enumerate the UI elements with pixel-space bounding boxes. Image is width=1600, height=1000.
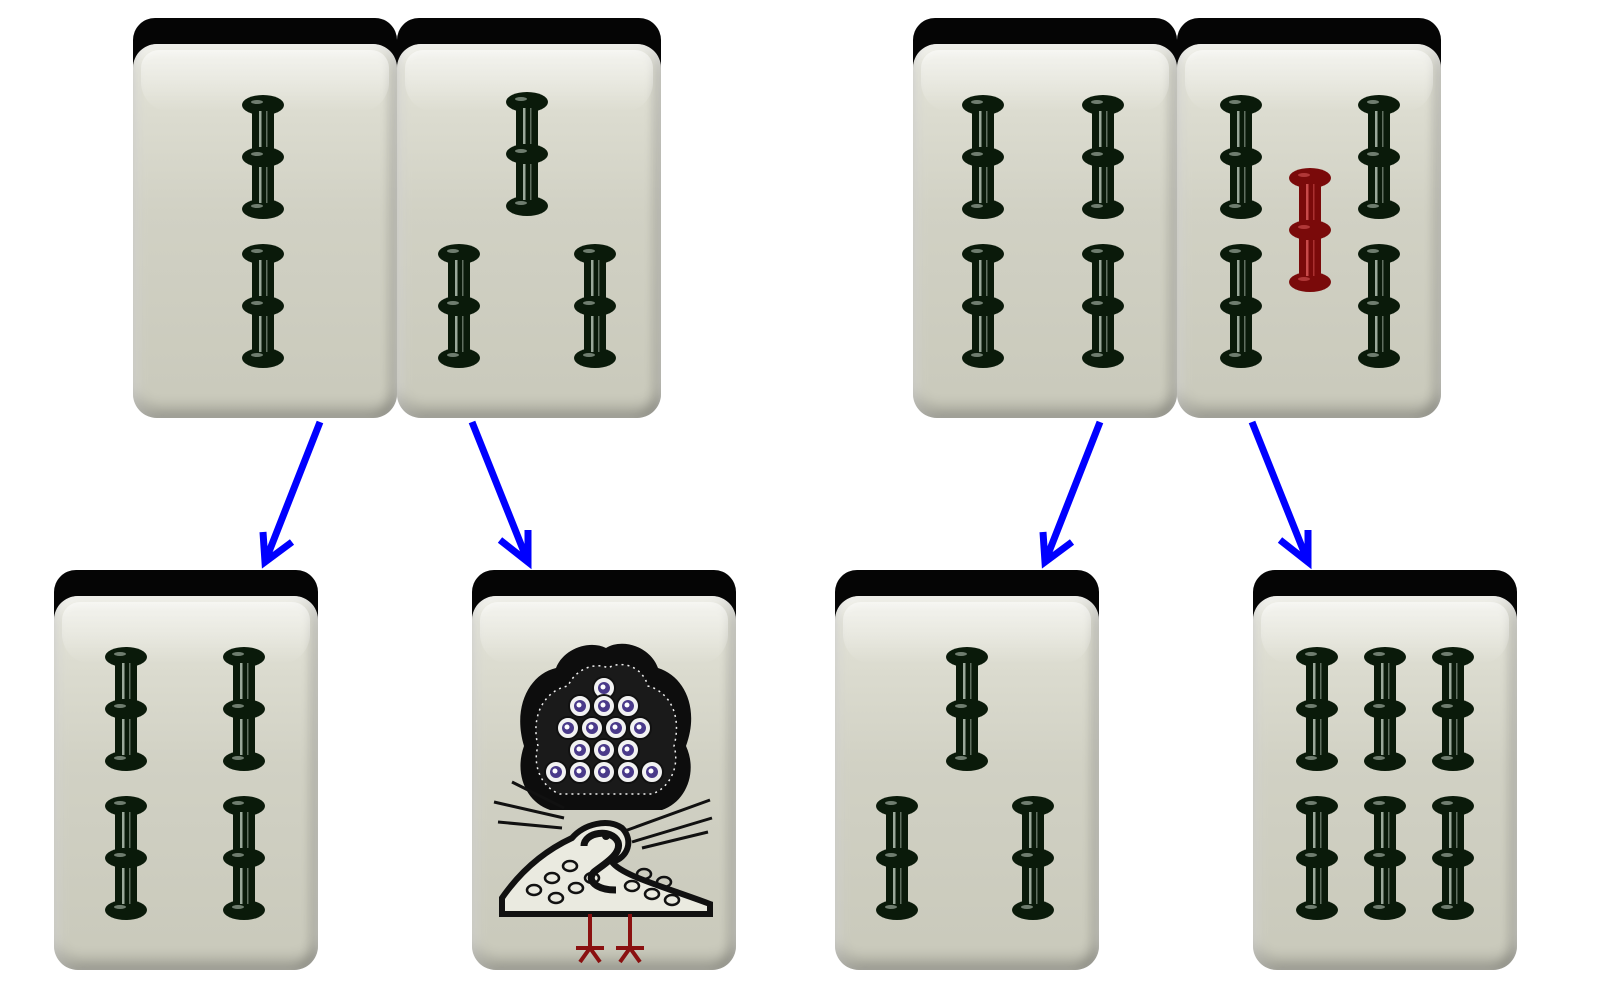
peacock-eye bbox=[616, 738, 640, 762]
peacock-icon bbox=[493, 643, 713, 964]
peacock-eye bbox=[628, 716, 652, 740]
bamboo-stick bbox=[1358, 95, 1400, 219]
bamboo-stick bbox=[1432, 647, 1474, 771]
peacock-eye bbox=[604, 716, 628, 740]
bamboo-stick bbox=[1364, 647, 1406, 771]
peacock-eye bbox=[592, 760, 616, 784]
bamboo-stick bbox=[1082, 244, 1124, 368]
tile-face bbox=[913, 44, 1177, 418]
tile-five-bamboo[interactable] bbox=[1177, 18, 1441, 418]
tile-four-bamboo-result[interactable] bbox=[54, 570, 318, 970]
peacock-eye bbox=[616, 760, 640, 784]
bamboo-stick bbox=[876, 796, 918, 920]
peacock-eye bbox=[568, 738, 592, 762]
bamboo-stick bbox=[1220, 244, 1262, 368]
bamboo-stick bbox=[242, 95, 284, 219]
bamboo-stick bbox=[105, 647, 147, 771]
bamboo-stick bbox=[1012, 796, 1054, 920]
tile-six-bamboo-result[interactable] bbox=[1253, 570, 1517, 970]
bamboo-stick bbox=[438, 244, 480, 368]
arrow-three-to-peacock bbox=[468, 420, 532, 570]
bamboo-stick bbox=[506, 92, 548, 216]
bamboo-sticks bbox=[105, 647, 265, 920]
bamboo-stick bbox=[574, 244, 616, 368]
peacock-eye bbox=[616, 694, 640, 718]
peacock-eye bbox=[580, 716, 604, 740]
bamboo-sticks bbox=[242, 95, 284, 368]
bamboo-stick bbox=[962, 244, 1004, 368]
peacock-eye bbox=[556, 716, 580, 740]
bamboo-stick bbox=[105, 796, 147, 920]
peacock-eye bbox=[568, 694, 592, 718]
bamboo-stick bbox=[242, 244, 284, 368]
peacock-eye bbox=[568, 760, 592, 784]
tile-one-bamboo-peacock[interactable] bbox=[472, 570, 736, 970]
bamboo-sticks bbox=[962, 95, 1124, 368]
bamboo-stick bbox=[223, 796, 265, 920]
bamboo-stick bbox=[1296, 796, 1338, 920]
bamboo-stick bbox=[223, 647, 265, 771]
bamboo-sticks bbox=[1220, 95, 1400, 368]
bamboo-stick bbox=[1220, 95, 1262, 219]
bamboo-stick bbox=[1358, 244, 1400, 368]
bamboo-sticks bbox=[1296, 647, 1474, 920]
tile-three-bamboo[interactable] bbox=[397, 18, 661, 418]
bamboo-sticks bbox=[438, 92, 616, 368]
red-bamboo-stick bbox=[1289, 168, 1331, 292]
peacock-eye bbox=[640, 760, 664, 784]
peacock-eye bbox=[592, 738, 616, 762]
arrow-two-to-four bbox=[259, 420, 324, 569]
arrow-five-to-six bbox=[1248, 420, 1312, 570]
peacock-eye bbox=[544, 760, 568, 784]
peacock-eye bbox=[592, 694, 616, 718]
tile-face bbox=[54, 596, 318, 970]
tile-two-bamboo[interactable] bbox=[133, 18, 397, 418]
bamboo-stick bbox=[1364, 796, 1406, 920]
bamboo-stick bbox=[1082, 95, 1124, 219]
tile-three-bamboo-result[interactable] bbox=[835, 570, 1099, 970]
bamboo-stick bbox=[946, 647, 988, 771]
tile-four-bamboo[interactable] bbox=[913, 18, 1177, 418]
bamboo-stick bbox=[962, 95, 1004, 219]
arrow-four-to-three bbox=[1039, 420, 1104, 569]
bamboo-stick bbox=[1432, 796, 1474, 920]
bamboo-sticks bbox=[876, 647, 1054, 920]
bamboo-stick bbox=[1296, 647, 1338, 771]
